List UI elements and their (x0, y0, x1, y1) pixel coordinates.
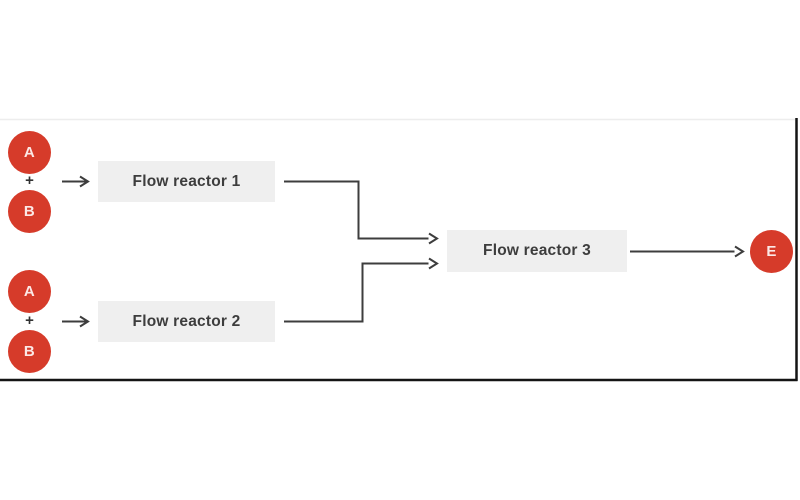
input1-plus-operator: + (25, 172, 34, 189)
reactor2-box: Flow reactor 2 (98, 301, 275, 342)
connector-reactor1-to-reactor3 (284, 180, 439, 245)
arrow-input1-to-reactor1 (62, 175, 90, 188)
arrow-input2-to-reactor2 (62, 315, 90, 328)
page-frame (0, 118, 798, 382)
input1-reagent-b-node: B (8, 190, 51, 233)
connector-reactor2-to-reactor3 (284, 257, 439, 323)
arrow-reactor3-to-output (630, 245, 745, 258)
reactor1-box: Flow reactor 1 (98, 161, 275, 202)
output-e-node: E (750, 230, 793, 273)
input2-reagent-b-node: B (8, 330, 51, 373)
reactor3-box: Flow reactor 3 (447, 230, 627, 272)
input1-reagent-a-node: A (8, 131, 51, 174)
input2-plus-operator: + (25, 312, 34, 329)
input2-reagent-a-node: A (8, 270, 51, 313)
